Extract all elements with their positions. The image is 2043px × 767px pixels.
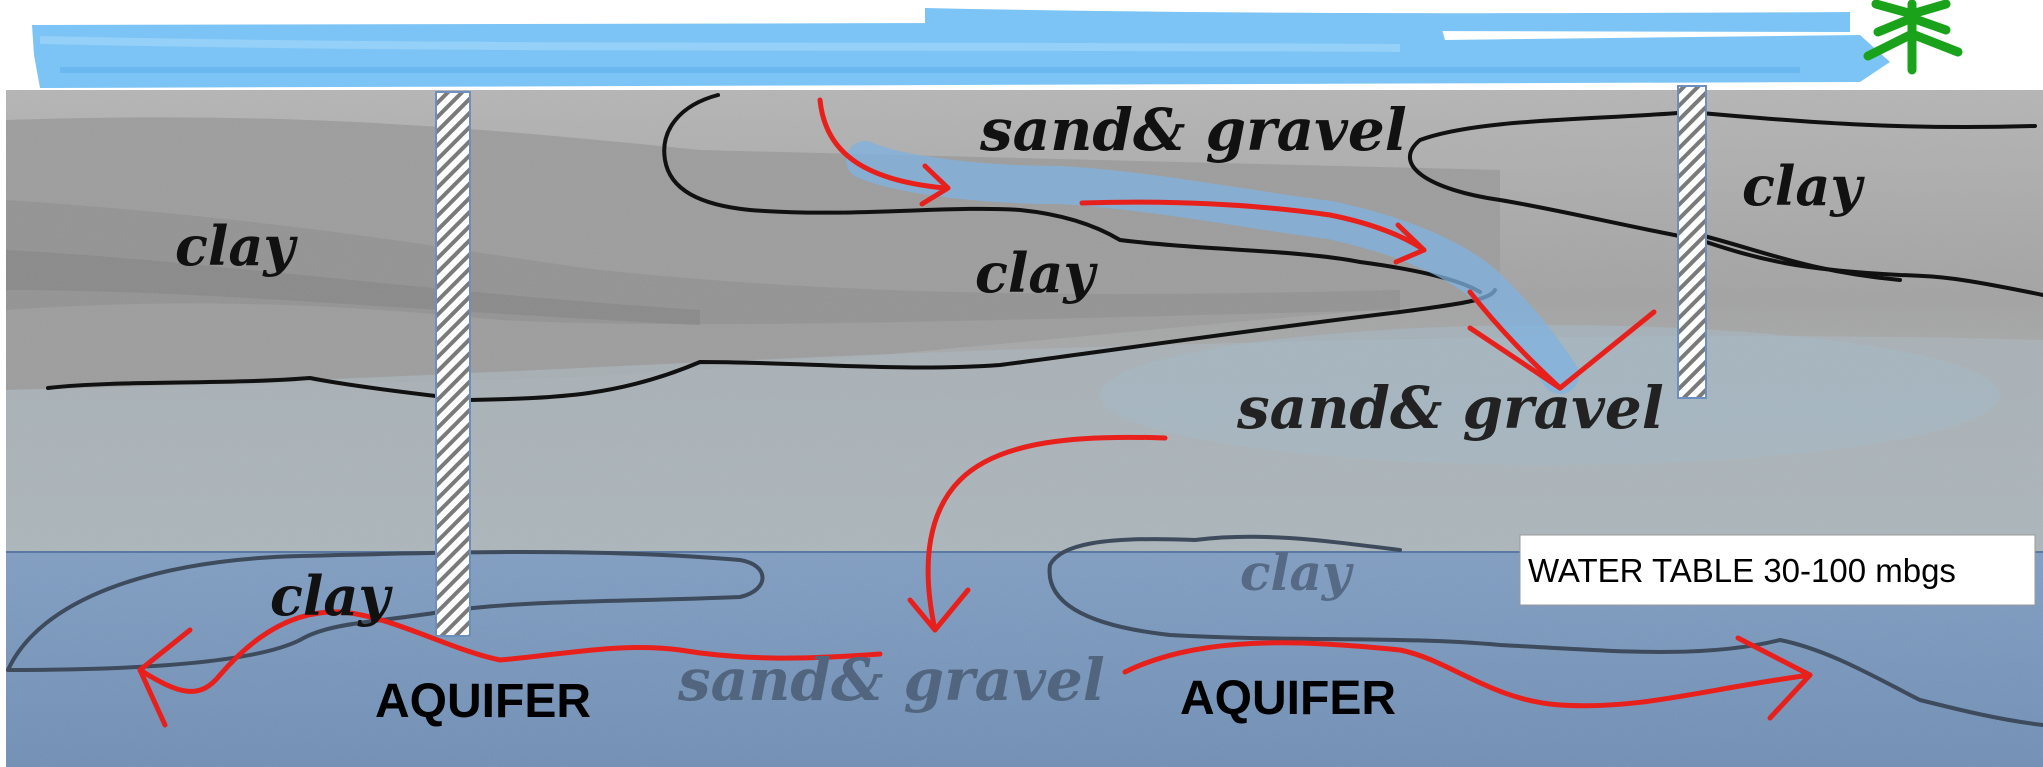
label-clay-aquifer-left: clay: [270, 564, 393, 628]
label-clay-aquifer-right: clay: [1240, 543, 1354, 602]
water-table-callout: WATER TABLE 30-100 mbgs: [1520, 535, 2035, 605]
label-sand-gravel-aquifer: sand& gravel: [677, 646, 1105, 714]
label-sand-gravel-top: sand& gravel: [979, 96, 1407, 164]
water-table-label: WATER TABLE 30-100 mbgs: [1528, 552, 1956, 589]
label-clay-left: clay: [175, 214, 298, 278]
label-clay-mid: clay: [975, 241, 1098, 305]
label-sand-gravel-mid: sand& gravel: [1236, 374, 1664, 442]
label-aquifer-left: AQUIFER: [375, 675, 591, 728]
label-clay-right: clay: [1742, 154, 1865, 218]
surface-water: [32, 8, 1890, 88]
label-aquifer-right: AQUIFER: [1180, 672, 1396, 725]
well-left: [436, 92, 470, 636]
well-right: [1678, 86, 1706, 398]
